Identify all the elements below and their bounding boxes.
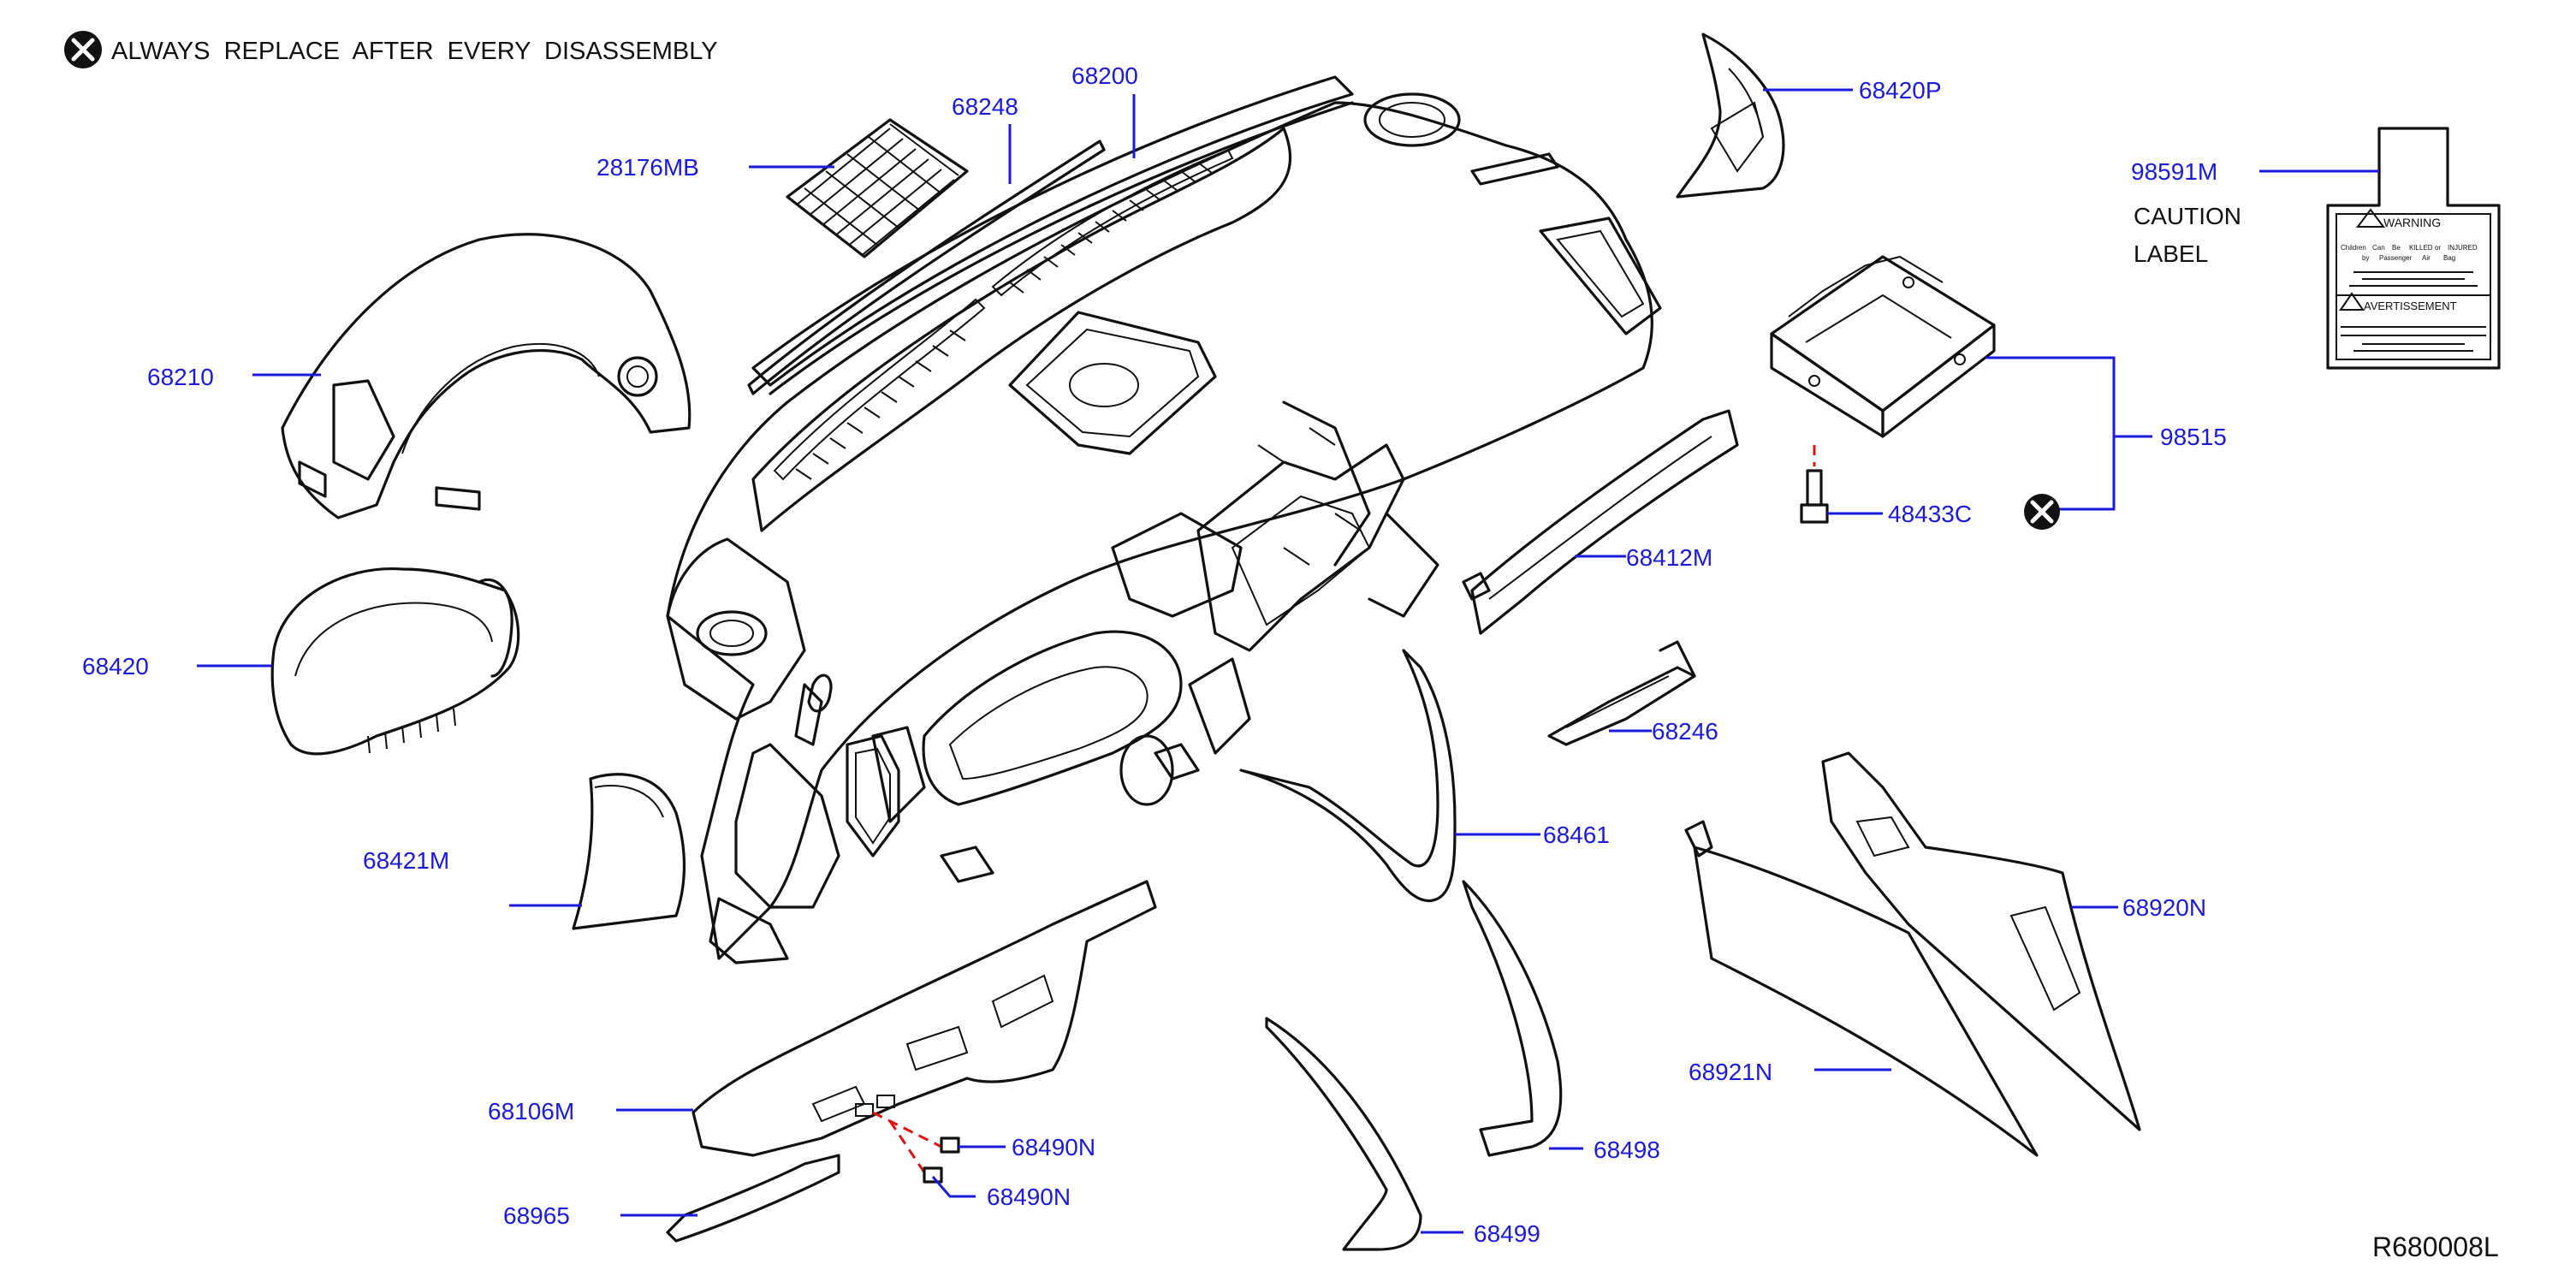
defroster-strip-illustration	[747, 139, 1106, 395]
part-label[interactable]: 68246	[1652, 718, 1718, 745]
part-label[interactable]: 68965	[503, 1202, 570, 1229]
part-labels: 28176MB 68248 68200 68420P 98591M 68210 …	[82, 62, 2227, 1247]
warning-word-7: Passenger	[2379, 254, 2413, 262]
warning-title: WARNING	[2383, 216, 2441, 229]
airbag-module-illustration	[1770, 255, 1996, 438]
part-label[interactable]: 68412M	[1626, 544, 1712, 571]
part-label[interactable]: 68420P	[1859, 77, 1942, 104]
warning-word-2: Be	[2392, 244, 2401, 252]
speaker-grille-illustration	[786, 118, 969, 258]
part-label[interactable]: 68921N	[1689, 1059, 1772, 1085]
leader-lines	[197, 88, 2379, 1234]
warning-word-4: or	[2435, 244, 2441, 252]
warning-word-0: Children	[2341, 244, 2366, 252]
lower-cover-illustration	[1239, 649, 1457, 903]
part-label[interactable]: 68200	[1071, 62, 1138, 89]
part-label[interactable]: 68461	[1543, 822, 1610, 848]
replace-marker	[2024, 494, 2060, 530]
replace-note: ALWAYS REPLACE AFTER EVERY DISASSEMBLY	[64, 31, 718, 68]
pillar-trim-lower-illustration	[1265, 1017, 1422, 1251]
part-label[interactable]: 68499	[1474, 1220, 1540, 1247]
upper-finisher-illustration	[1676, 33, 1785, 199]
bracket-illustration	[1547, 640, 1696, 746]
part-label[interactable]: 68920N	[2122, 894, 2206, 921]
part-label[interactable]: 28176MB	[597, 154, 699, 181]
avertissement-title: AVERTISSEMENT	[2364, 300, 2457, 312]
warning-word-9: Bag	[2443, 254, 2455, 262]
caution-label-line1: CAUTION	[2134, 203, 2241, 229]
caution-label-line2: LABEL	[2134, 240, 2208, 267]
warning-word-1: Can	[2372, 244, 2385, 252]
part-label[interactable]: 68498	[1594, 1136, 1660, 1163]
cluster-lid-illustration	[270, 567, 520, 756]
knee-cover-illustration	[691, 880, 1157, 1157]
part-label[interactable]: 68106M	[488, 1098, 574, 1125]
side-panel-illustration	[1684, 751, 2141, 1157]
part-label[interactable]: 68420	[82, 653, 149, 680]
clip-illustration	[872, 1111, 960, 1184]
caution-label-illustration: WARNING Children Can Be KILLED or INJURE…	[2326, 127, 2501, 370]
warning-word-5: INJURED	[2448, 244, 2478, 252]
warning-word-6: by	[2362, 254, 2369, 262]
part-label[interactable]: 68490N	[987, 1184, 1071, 1210]
bolt-illustration	[1800, 445, 1829, 524]
warning-word-3: KILLED	[2409, 244, 2433, 252]
instrument-panel-illustration	[666, 75, 1662, 964]
side-finisher-illustration	[572, 773, 686, 930]
part-label[interactable]: 68248	[952, 93, 1018, 120]
pillar-trim-illustration	[1462, 880, 1563, 1157]
cluster-hood-illustration	[281, 233, 691, 519]
part-label[interactable]: 68490N	[1012, 1134, 1095, 1160]
diagram-code: R680008L	[2372, 1231, 2499, 1262]
part-label[interactable]: 98591M	[2131, 158, 2217, 185]
lower-trim-illustration	[1462, 409, 1739, 635]
lower-strip-illustration	[666, 1154, 840, 1243]
warning-word-8: Air	[2422, 254, 2431, 262]
part-label[interactable]: 68210	[147, 364, 214, 390]
part-label[interactable]: 98515	[2160, 424, 2227, 450]
part-label[interactable]: 48433C	[1888, 501, 1972, 527]
replace-note-text: ALWAYS REPLACE AFTER EVERY DISASSEMBLY	[111, 38, 718, 65]
part-label[interactable]: 68421M	[363, 847, 449, 874]
